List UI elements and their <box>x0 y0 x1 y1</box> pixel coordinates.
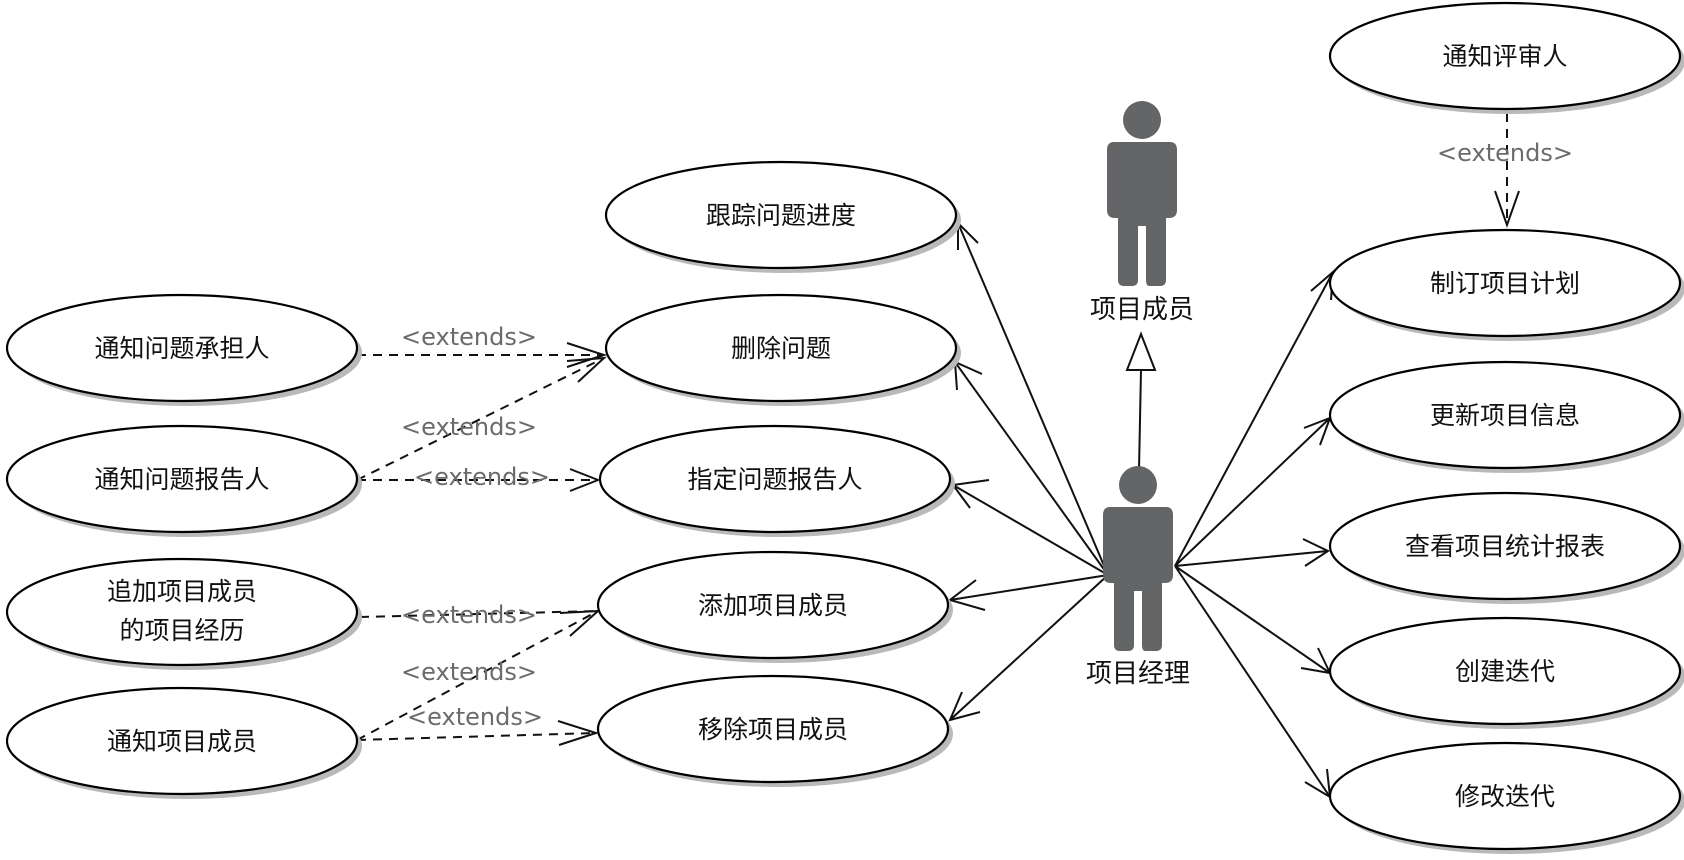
actor-label: 项目成员 <box>1090 295 1194 325</box>
use-case-create-iteration[interactable]: 创建迭代 <box>1328 616 1684 729</box>
extends-arrowhead-assignee <box>566 342 608 368</box>
extends-line-member-remove <box>356 732 597 741</box>
extends-line-member-add <box>356 610 599 741</box>
use-case-ellipse <box>5 557 359 667</box>
use-case-label: 更新项目信息 <box>1430 401 1580 430</box>
extends-arrowhead-reporter-assign <box>569 468 601 492</box>
use-case-label: 删除问题 <box>731 334 831 363</box>
use-case-label: 跟踪问题进度 <box>706 201 856 230</box>
use-case-label: 通知项目成员 <box>107 727 257 756</box>
extends-line-history <box>359 610 599 618</box>
use-case-ellipse <box>5 293 359 403</box>
assoc-modify-iteration <box>1174 565 1331 798</box>
use-case-ellipse <box>1328 228 1682 338</box>
use-case-ellipse <box>5 686 359 796</box>
use-case-ellipse <box>598 424 952 534</box>
extends-label-history: <extends> <box>401 601 537 629</box>
extends-label-reporter-assign: <extends> <box>414 463 550 491</box>
use-case-notify-member[interactable]: 通知项目成员 <box>5 686 362 799</box>
assoc-create-iteration <box>1174 565 1331 674</box>
extends-label-member-add: <extends> <box>401 658 537 686</box>
use-case-label: 查看项目统计报表 <box>1405 532 1605 561</box>
arrowhead-remove-member <box>948 691 981 722</box>
actor-label: 项目经理 <box>1086 659 1190 689</box>
use-case-ellipse <box>596 674 950 784</box>
use-case-make-plan[interactable]: 制订项目计划 <box>1328 228 1684 341</box>
extends-arrowhead-remove <box>557 720 600 746</box>
use-case-label: 通知问题报告人 <box>94 465 269 494</box>
extends-relations: <extends> <extends> <extends> <extends> … <box>356 113 1573 746</box>
use-case-label: 指定问题报告人 <box>687 465 862 494</box>
use-case-delete-issue[interactable]: 删除问题 <box>604 293 961 406</box>
use-case-view-stats[interactable]: 查看项目统计报表 <box>1328 491 1684 604</box>
extends-arrowhead-add <box>559 609 601 637</box>
use-case-label: 修改迭代 <box>1455 782 1555 811</box>
use-case-append-history[interactable]: 追加项目成员 的项目经历 <box>5 557 362 670</box>
extends-line-reporter-delete <box>356 357 605 481</box>
assoc-add-member <box>949 574 1109 601</box>
use-case-ellipse <box>5 424 359 534</box>
use-case-ellipse <box>1328 616 1682 726</box>
actor-manager[interactable]: 项目经理 <box>1086 466 1190 689</box>
use-case-label: 通知问题承担人 <box>94 334 269 363</box>
use-case-notify-assignee[interactable]: 通知问题承担人 <box>5 293 362 406</box>
extends-arrowhead-reporter-delete <box>566 356 607 383</box>
extends-label-assignee: <extends> <box>401 323 537 351</box>
use-case-ellipse <box>596 550 950 660</box>
assoc-remove-member <box>949 574 1109 721</box>
use-case-label: 通知评审人 <box>1442 42 1567 71</box>
use-case-add-member[interactable]: 添加项目成员 <box>596 550 953 663</box>
actor-member[interactable]: 项目成员 <box>1090 101 1194 325</box>
use-case-modify-iteration[interactable]: 修改迭代 <box>1328 741 1684 854</box>
use-case-label: 创建迭代 <box>1455 657 1555 686</box>
generalization-triangle <box>1125 331 1157 371</box>
extends-label-reviewer: <extends> <box>1437 139 1573 167</box>
use-case-label: 制订项目计划 <box>1430 269 1580 298</box>
extends-label-reporter-delete: <extends> <box>401 413 537 441</box>
assoc-make-plan <box>1174 271 1334 567</box>
generalization <box>1125 331 1157 471</box>
person-icon <box>1107 101 1177 286</box>
assoc-track-issue <box>957 222 1109 576</box>
use-case-ellipse <box>1328 1 1682 111</box>
use-case-label-line2: 的项目经历 <box>119 616 244 645</box>
use-case-assign-reporter[interactable]: 指定问题报告人 <box>598 424 955 537</box>
use-case-label-line1: 追加项目成员 <box>107 577 257 606</box>
assoc-delete-issue <box>954 361 1109 576</box>
use-case-update-info[interactable]: 更新项目信息 <box>1328 360 1684 473</box>
associations <box>947 220 1335 799</box>
use-case-track-issue[interactable]: 跟踪问题进度 <box>604 160 961 273</box>
use-case-label: 移除项目成员 <box>698 715 848 744</box>
arrowhead-add-member <box>947 579 986 611</box>
assoc-update-info <box>1174 417 1331 567</box>
use-case-ellipse <box>604 293 958 403</box>
use-case-ellipse <box>604 160 958 270</box>
use-case-ellipse <box>1328 491 1682 601</box>
assoc-assign-reporter <box>952 484 1109 576</box>
extends-arrowhead-reviewer <box>1494 190 1520 229</box>
use-case-ellipse <box>1328 360 1682 470</box>
use-case-ellipse <box>1328 741 1682 851</box>
use-case-notify-reviewer[interactable]: 通知评审人 <box>1328 1 1684 114</box>
assoc-view-stats <box>1174 550 1329 567</box>
use-case-remove-member[interactable]: 移除项目成员 <box>596 674 953 787</box>
use-case-label: 添加项目成员 <box>698 591 848 620</box>
extends-label-member-remove: <extends> <box>407 703 543 731</box>
use-case-notify-reporter[interactable]: 通知问题报告人 <box>5 424 362 537</box>
generalization-line <box>1138 369 1142 471</box>
person-icon <box>1103 466 1173 651</box>
arrowhead-view-stats <box>1302 538 1331 567</box>
